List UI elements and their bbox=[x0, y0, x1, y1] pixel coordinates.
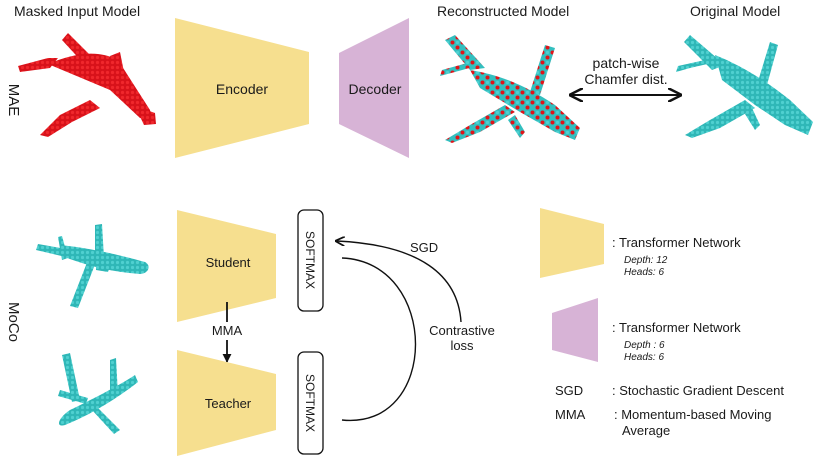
softmax-top-label: SOFTMAX bbox=[303, 231, 317, 289]
row-label-moco: MoCo bbox=[5, 302, 22, 342]
chamfer-label-line1: patch-wise bbox=[593, 55, 660, 71]
softmax-bottom-label: SOFTMAX bbox=[303, 374, 317, 432]
student-block bbox=[177, 210, 276, 322]
legend-sgd-abbr: SGD bbox=[555, 383, 583, 398]
chamfer-label-line2: Chamfer dist. bbox=[584, 71, 667, 87]
legend-encoder-heads: Heads: 6 bbox=[624, 267, 664, 278]
encoder-block bbox=[175, 18, 309, 158]
legend-decoder-heads: Heads: 6 bbox=[624, 352, 664, 363]
legend-mma-desc-line1: : Momentum-based Moving bbox=[614, 407, 772, 422]
teacher-block bbox=[177, 350, 276, 456]
legend-encoder-swatch bbox=[540, 208, 604, 278]
contrastive-label-line2: loss bbox=[450, 338, 474, 353]
masked-airplane-point-cloud bbox=[18, 33, 156, 137]
masked-input-title: Masked Input Model bbox=[14, 3, 140, 19]
mma-label: MMA bbox=[212, 323, 243, 338]
legend-decoder-swatch bbox=[552, 298, 598, 362]
row-label-mae: MAE bbox=[5, 84, 22, 117]
legend-decoder-title: : Transformer Network bbox=[612, 320, 741, 335]
contrastive-label-line1: Contrastive bbox=[429, 323, 495, 338]
decoder-block bbox=[339, 18, 409, 158]
legend-mma-desc-line2: Average bbox=[622, 423, 670, 438]
sgd-label: SGD bbox=[410, 240, 438, 255]
sgd-arrow bbox=[337, 241, 462, 323]
original-airplane-point-cloud bbox=[676, 35, 813, 138]
legend-encoder-depth: Depth: 12 bbox=[624, 255, 668, 266]
student-airplane-point-cloud bbox=[36, 224, 149, 308]
reconstructed-airplane-point-cloud bbox=[440, 35, 580, 143]
legend-mma-abbr: MMA bbox=[555, 407, 586, 422]
legend-decoder-depth: Depth : 6 bbox=[624, 340, 665, 351]
legend-sgd-desc: : Stochastic Gradient Descent bbox=[612, 383, 784, 398]
reconstructed-title: Reconstructed Model bbox=[437, 3, 569, 19]
student-label: Student bbox=[206, 255, 251, 270]
encoder-label: Encoder bbox=[216, 81, 268, 97]
softmax-box-top bbox=[297, 209, 324, 312]
contrastive-loss-arc bbox=[341, 257, 417, 421]
decoder-label: Decoder bbox=[349, 81, 402, 97]
legend-encoder-title: : Transformer Network bbox=[612, 235, 741, 250]
teacher-airplane-point-cloud bbox=[58, 353, 138, 434]
softmax-box-bottom bbox=[297, 351, 324, 455]
original-title: Original Model bbox=[690, 3, 780, 19]
teacher-label: Teacher bbox=[205, 396, 252, 411]
